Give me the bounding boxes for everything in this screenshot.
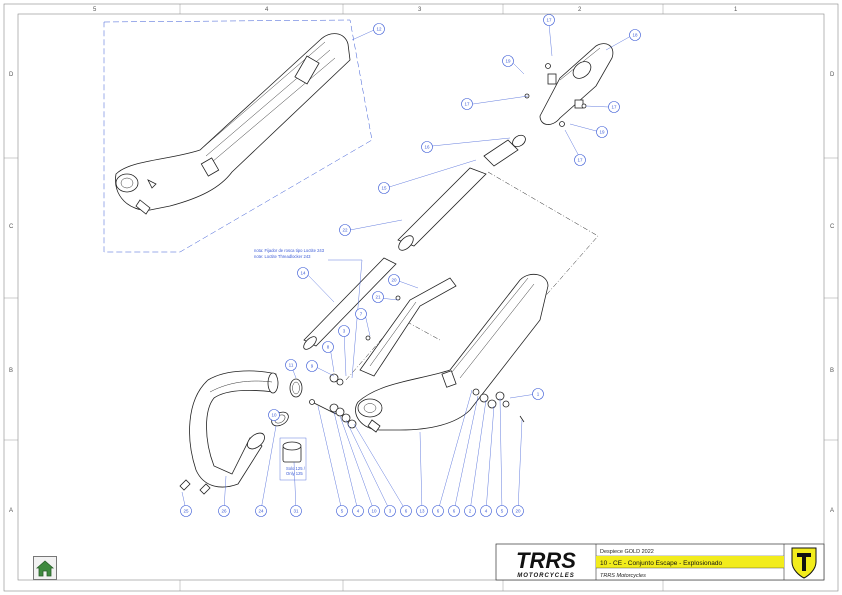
- callout-17: 17: [611, 105, 617, 110]
- coupling-sleeve: [483, 134, 526, 167]
- callout-9: 9: [311, 364, 314, 369]
- baffle-plate: [359, 277, 457, 377]
- callout-19: 19: [599, 130, 605, 135]
- callout-19: 19: [505, 59, 511, 64]
- column-label: 1: [734, 7, 738, 13]
- callout-7: 7: [360, 312, 363, 317]
- note-only-125-en: Only 125: [286, 471, 303, 476]
- muffler-body: [355, 273, 549, 433]
- title-block: TRRS MOTORCYCLES Despiece GOLD 2022 10 -…: [495, 543, 825, 581]
- row-label: D: [830, 72, 835, 78]
- muffler-assembly-detail: [115, 33, 351, 215]
- callout-14: 14: [300, 271, 306, 276]
- callout-12: 12: [376, 27, 382, 32]
- column-label: 4: [265, 7, 269, 13]
- row-label: C: [830, 224, 835, 230]
- callout-10: 10: [271, 413, 277, 418]
- callout-3: 3: [389, 509, 392, 514]
- callout-2: 2: [469, 509, 472, 514]
- hardware-parts: [179, 295, 525, 495]
- callout-6: 6: [437, 509, 440, 514]
- callout-17: 17: [546, 18, 552, 23]
- callout-26: 26: [221, 509, 227, 514]
- note-threadlocker-es: nota: Fijador de rosca tipo Loctite 243: [254, 248, 325, 253]
- callout-21: 21: [375, 295, 381, 300]
- row-label: A: [830, 508, 834, 514]
- callout-17: 17: [577, 158, 583, 163]
- callout-16: 16: [424, 145, 430, 150]
- callout-22: 22: [342, 228, 348, 233]
- callouts: 12 17 18 19 17 17 19 17 16 15 22 14 20 2…: [180, 14, 641, 517]
- column-label: 2: [578, 7, 582, 13]
- home-icon: [35, 560, 55, 577]
- note-only-125-es: Solo 125 /: [286, 466, 306, 471]
- callout-20: 20: [391, 278, 397, 283]
- callout-13: 13: [419, 509, 425, 514]
- callout-15: 15: [381, 186, 387, 191]
- callout-5: 5: [501, 509, 504, 514]
- callout-25: 25: [183, 509, 189, 514]
- callout-17: 17: [464, 102, 470, 107]
- home-button[interactable]: [33, 556, 57, 580]
- inner-frame: [17, 13, 825, 581]
- detail-view-frame: [103, 19, 373, 253]
- column-ruler: [4, 4, 838, 591]
- column-label: 3: [418, 7, 422, 13]
- callout-6: 6: [453, 509, 456, 514]
- row-label: A: [9, 508, 13, 514]
- brand-logo-subtext: MOTORCYCLES: [517, 573, 575, 579]
- callout-6: 6: [405, 509, 408, 514]
- row-label: D: [9, 72, 14, 78]
- brand-logo-text: TRRS: [516, 548, 576, 573]
- outer-tube: [303, 257, 397, 350]
- outer-frame: [3, 3, 839, 592]
- note-only-125-frame: [279, 437, 307, 481]
- end-cap-assembly: [524, 43, 614, 127]
- trrs-shield-icon: [791, 547, 817, 579]
- inner-tube: [397, 167, 487, 251]
- row-label: B: [830, 368, 834, 374]
- doc-title: 10 - CE - Conjunto Escape - Explosionado: [600, 560, 723, 567]
- doc-label: Despiece GOLD 2022: [600, 549, 654, 555]
- row-label: C: [9, 224, 14, 230]
- callout-1: 1: [537, 392, 540, 397]
- callout-5: 5: [341, 509, 344, 514]
- callout-4: 4: [485, 509, 488, 514]
- company-name: TRRS Motorcycles: [600, 573, 646, 579]
- callout-3: 3: [343, 329, 346, 334]
- column-label: 5: [93, 7, 97, 13]
- row-label: B: [9, 368, 13, 374]
- callout-31: 31: [293, 509, 299, 514]
- callout-8: 8: [327, 345, 330, 350]
- callout-20: 20: [515, 509, 521, 514]
- callout-10: 10: [371, 509, 377, 514]
- title-highlight: [596, 556, 784, 568]
- callout-24: 24: [258, 509, 264, 514]
- header-pipe: [189, 370, 279, 488]
- callout-4: 4: [357, 509, 360, 514]
- callout-11: 11: [289, 363, 294, 368]
- note-threadlocker-en: note: Loctite Threadlocker 243: [254, 254, 311, 259]
- callout-18: 18: [632, 33, 638, 38]
